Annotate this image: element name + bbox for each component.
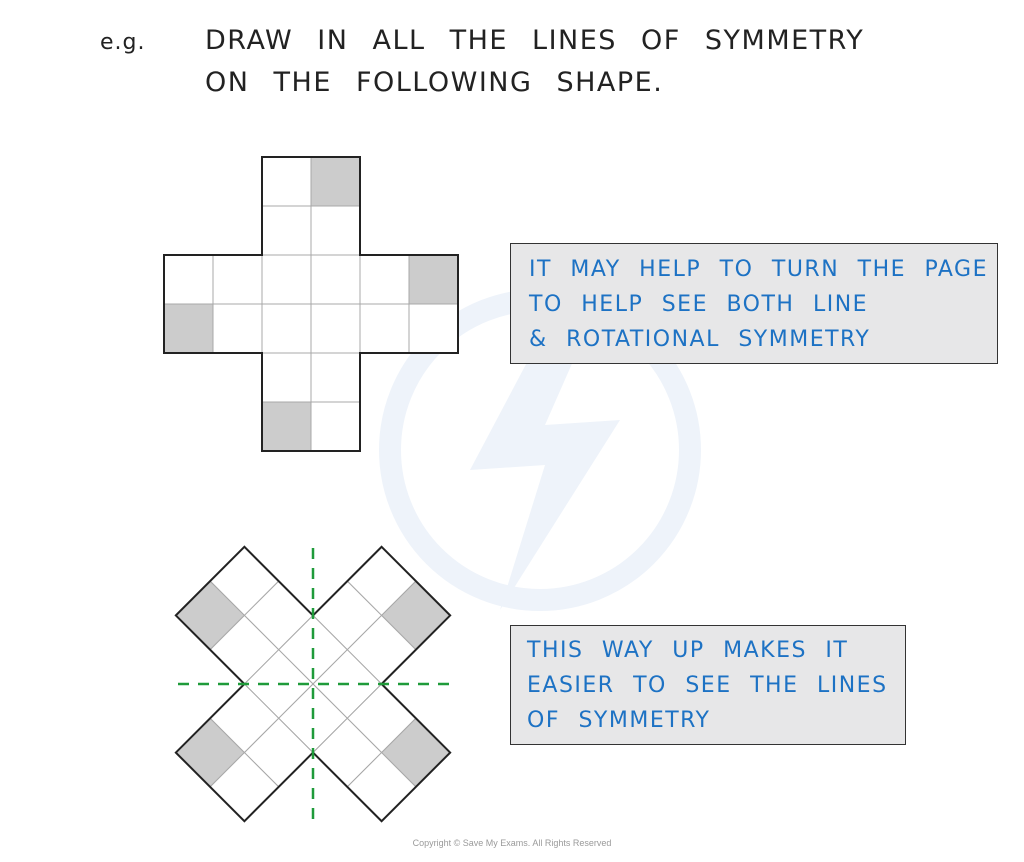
grid-cell bbox=[310, 401, 361, 452]
grid-cell bbox=[261, 205, 312, 256]
grid-cell bbox=[261, 156, 312, 207]
grid-cell bbox=[163, 254, 214, 305]
note-turn-page-line-3: & ROTATIONAL SYMMETRY bbox=[529, 327, 871, 352]
example-label: e.g. bbox=[100, 30, 146, 55]
plus-shape bbox=[163, 156, 459, 452]
grid-cell bbox=[212, 254, 263, 305]
note-turn-page-line-1: IT MAY HELP TO TURN THE PAGE bbox=[529, 257, 989, 282]
grid-cell bbox=[359, 254, 410, 305]
shaded-cell bbox=[310, 156, 361, 207]
shape-cells bbox=[163, 156, 459, 452]
shape-cells bbox=[174, 545, 452, 823]
question-line-1: DRAW IN ALL THE LINES OF SYMMETRY bbox=[205, 25, 865, 56]
shaded-cell bbox=[261, 401, 312, 452]
symmetry-lines bbox=[178, 548, 452, 822]
shaded-cell bbox=[408, 254, 459, 305]
note-this-way-up-line-2: EASIER TO SEE THE LINES bbox=[527, 673, 888, 698]
grid-cell bbox=[359, 303, 410, 354]
question-text: DRAW IN ALL THE LINES OF SYMMETRY ON THE… bbox=[205, 20, 864, 104]
watermark-bolt bbox=[470, 300, 620, 610]
grid-cell bbox=[310, 254, 361, 305]
copyright-text: Copyright © Save My Exams. All Rights Re… bbox=[412, 838, 612, 848]
grid-cell bbox=[408, 303, 459, 354]
note-this-way-up: THIS WAY UP MAKES IT EASIER TO SEE THE L… bbox=[510, 625, 906, 745]
shaded-cell bbox=[163, 303, 214, 354]
grid-cell bbox=[310, 303, 361, 354]
note-this-way-up-line-3: OF SYMMETRY bbox=[527, 708, 711, 733]
note-this-way-up-line-1: THIS WAY UP MAKES IT bbox=[527, 638, 849, 663]
grid-cell bbox=[261, 254, 312, 305]
grid-cell bbox=[212, 303, 263, 354]
grid-cell bbox=[261, 352, 312, 403]
grid-cell bbox=[310, 352, 361, 403]
question-line-2: ON THE FOLLOWING SHAPE. bbox=[205, 67, 664, 98]
note-turn-page-line-2: TO HELP SEE BOTH LINE bbox=[529, 292, 869, 317]
grid-cell bbox=[310, 205, 361, 256]
rotated-x-shape bbox=[174, 545, 452, 823]
note-turn-page: IT MAY HELP TO TURN THE PAGE TO HELP SEE… bbox=[510, 243, 998, 364]
shape-outline bbox=[163, 156, 459, 452]
grid-cell bbox=[261, 303, 312, 354]
